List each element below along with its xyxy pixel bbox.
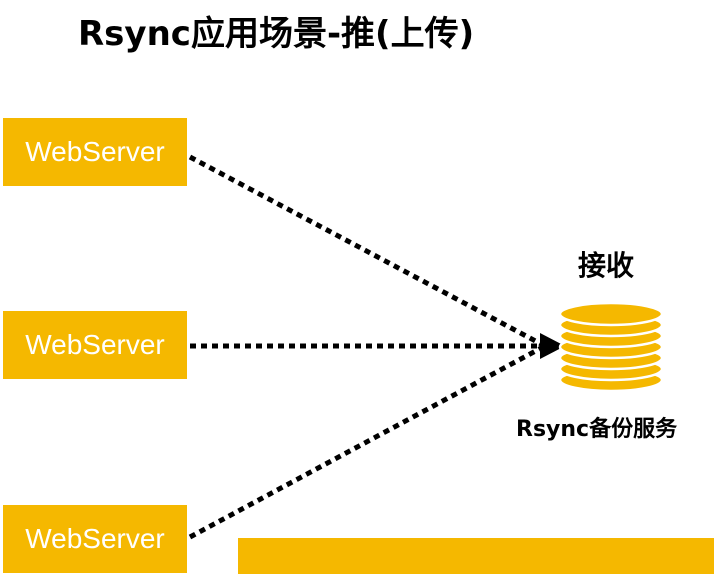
webserver-box-2: WebServer [3, 311, 187, 379]
database-icon [558, 301, 664, 393]
diagram-title: Rsync应用场景-推(上传) [78, 14, 475, 54]
webserver-box-3: WebServer [3, 505, 187, 573]
bottom-bar [238, 538, 714, 574]
arrow-icon [540, 333, 565, 359]
rsync-service-label: Rsync备份服务 [516, 417, 678, 442]
dotted-line-1 [188, 154, 545, 348]
webserver-box-1: WebServer [3, 118, 187, 186]
receive-label: 接收 [578, 249, 635, 282]
dotted-line-3 [188, 344, 545, 540]
